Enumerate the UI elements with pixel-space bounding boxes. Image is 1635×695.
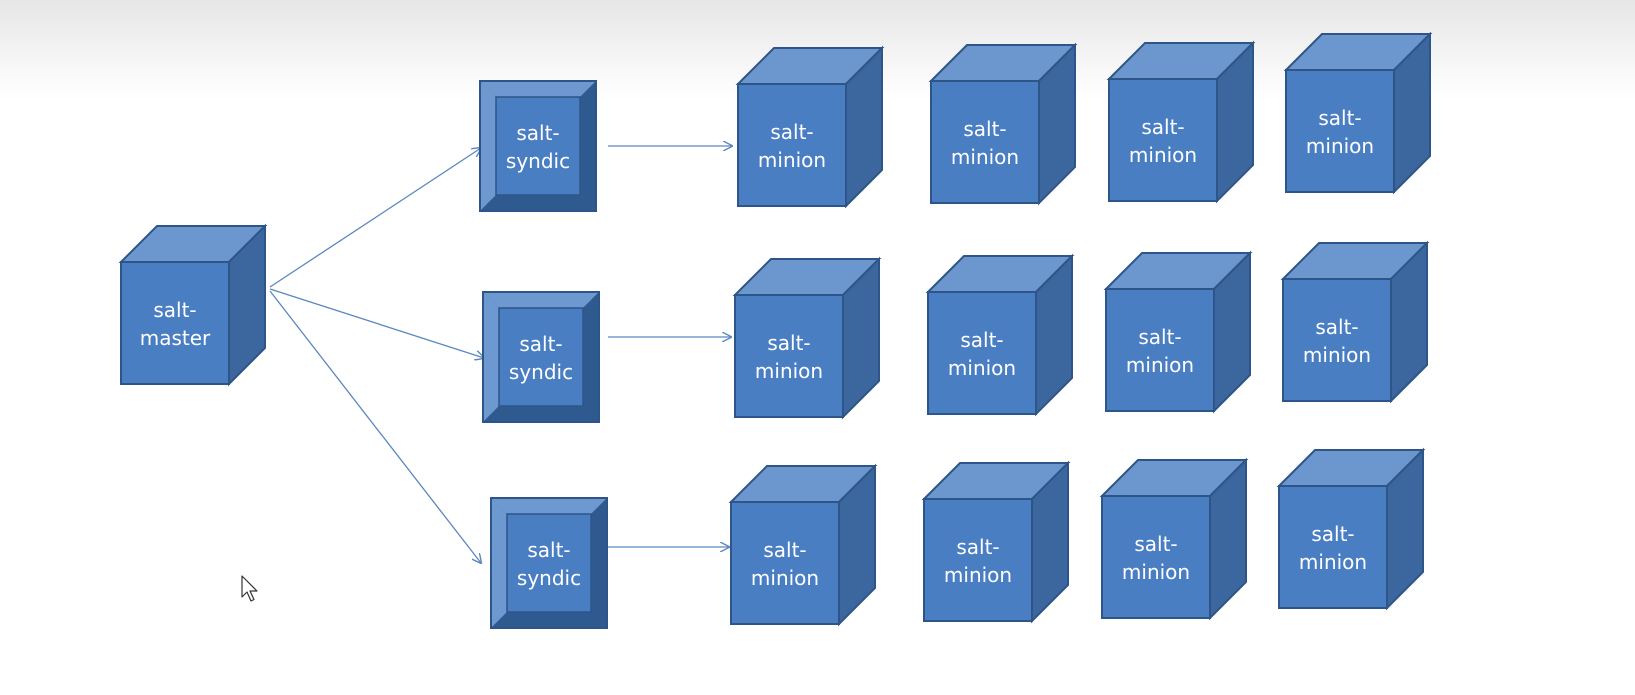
salt-syndic-box-1-label: salt-syndic [506, 121, 570, 173]
cube-face [1101, 495, 1211, 619]
salt-master-cube-label: salt-master [140, 298, 211, 350]
salt-minion-cube-r1-c4-label: salt-minion [1306, 106, 1374, 158]
bevel-bottom [483, 406, 599, 422]
cube-face [1282, 278, 1392, 402]
cube-face [1285, 69, 1395, 193]
salt-minion-cube-r2-c1-label: salt-minion [755, 331, 823, 383]
bevel-top [491, 498, 607, 514]
cube-face [930, 80, 1040, 204]
salt-master-cube: salt-master [118, 223, 268, 387]
cube-face [927, 291, 1037, 415]
salt-syndic-box-2-label: salt-syndic [509, 332, 573, 384]
connector-master-to-syndic-2 [269, 288, 484, 358]
salt-minion-cube-r3-c3-label: salt-minion [1122, 532, 1190, 584]
salt-minion-cube-r2-c3: salt-minion [1103, 250, 1253, 414]
cube-face [1105, 288, 1215, 412]
salt-minion-cube-r1-c2: salt-minion [928, 42, 1078, 206]
cube-face [730, 501, 840, 625]
bevel-outline [479, 80, 597, 212]
salt-minion-cube-r1-c3: salt-minion [1106, 40, 1256, 204]
salt-minion-cube-r2-c2-label: salt-minion [948, 328, 1016, 380]
cube-face [1108, 78, 1218, 202]
salt-minion-cube-r3-c1-label: salt-minion [751, 538, 819, 590]
cube-face [734, 294, 844, 418]
connector-group [269, 146, 732, 563]
bevel-right [591, 498, 607, 628]
connector-master-to-syndic-1 [269, 148, 481, 288]
bevel-right [580, 81, 596, 211]
salt-syndic-box-2: salt-syndic [482, 291, 600, 423]
salt-minion-cube-r2-c4: salt-minion [1280, 240, 1430, 404]
salt-minion-cube-r1-c2-label: salt-minion [951, 117, 1019, 169]
node-group: salt-master salt-syndic salt-syndic salt-sy… [118, 31, 1433, 629]
bevel-left [491, 498, 507, 628]
bevel-face [498, 307, 584, 407]
salt-minion-cube-r2-c2: salt-minion [925, 253, 1075, 417]
bevel-top [480, 81, 596, 97]
bevel-outline [482, 291, 600, 423]
cube-face [737, 83, 847, 207]
salt-minion-cube-r3-c4-label: salt-minion [1299, 522, 1367, 574]
salt-minion-cube-r3-c1: salt-minion [728, 463, 878, 627]
salt-minion-cube-r2-c4-label: salt-minion [1303, 315, 1371, 367]
salt-syndic-box-3-label: salt-syndic [517, 538, 581, 590]
salt-minion-cube-r3-c2: salt-minion [921, 460, 1071, 624]
salt-minion-cube-r1-c1-label: salt-minion [758, 120, 826, 172]
salt-minion-cube-r2-c1: salt-minion [732, 256, 882, 420]
bevel-bottom [480, 195, 596, 211]
bevel-face [506, 513, 592, 613]
salt-minion-cube-r3-c4: salt-minion [1276, 447, 1426, 611]
salt-minion-cube-r1-c3-label: salt-minion [1129, 115, 1197, 167]
bevel-right [583, 292, 599, 422]
salt-minion-cube-r3-c3: salt-minion [1099, 457, 1249, 621]
salt-syndic-box-3: salt-syndic [490, 497, 608, 629]
connector-master-to-syndic-3 [269, 290, 481, 563]
salt-syndic-box-1: salt-syndic [479, 80, 597, 212]
bevel-left [480, 81, 496, 211]
cube-face [1278, 485, 1388, 609]
cube-face [120, 261, 230, 385]
salt-minion-cube-r2-c3-label: salt-minion [1126, 325, 1194, 377]
bevel-face [495, 96, 581, 196]
bevel-top [483, 292, 599, 308]
bevel-outline [490, 497, 608, 629]
salt-minion-cube-r3-c2-label: salt-minion [944, 535, 1012, 587]
bevel-bottom [491, 612, 607, 628]
salt-minion-cube-r1-c1: salt-minion [735, 45, 885, 209]
bevel-left [483, 292, 499, 422]
cube-face [923, 498, 1033, 622]
salt-minion-cube-r1-c4: salt-minion [1283, 31, 1433, 195]
